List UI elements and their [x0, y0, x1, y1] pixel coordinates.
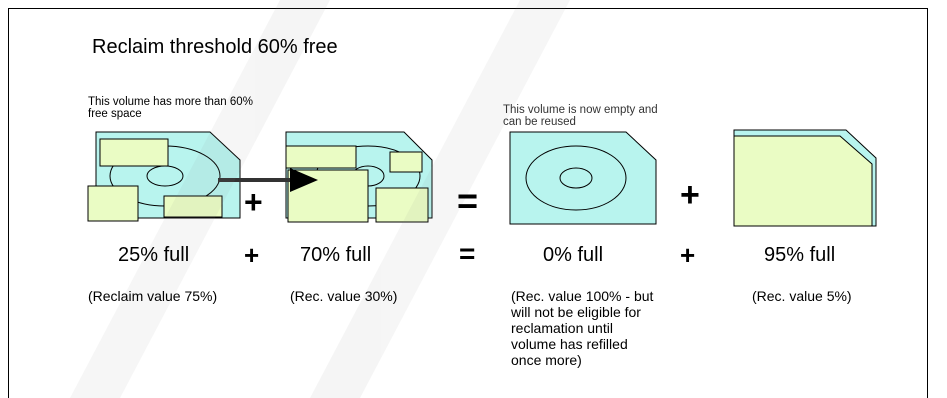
transfer-arrow	[218, 168, 318, 192]
frame-top-border	[8, 8, 928, 9]
volume-1-cartridge	[87, 131, 241, 222]
volume-4-cartridge	[733, 129, 877, 227]
frame-left-border	[8, 8, 9, 398]
volume-3-reclaim: (Rec. value 100% - but will not be eligi…	[511, 288, 654, 368]
plus-operator-top: +	[244, 184, 263, 220]
note-text: This volume is now empty and can be reus…	[503, 104, 658, 128]
volume-3-fullness: 0% full	[543, 244, 604, 266]
equals-operator-top: =	[457, 180, 479, 221]
plus-operator-bottom: +	[244, 240, 260, 270]
volume-4-reclaim: (Rec. value 5%)	[752, 288, 852, 304]
plus-operator-top-2: +	[680, 176, 700, 214]
equals-operator-bottom: =	[459, 238, 476, 269]
plus-operator-bottom-2: +	[680, 240, 696, 270]
volume-1-reclaim: (Reclaim value 75%)	[88, 288, 218, 304]
volume-2-fullness: 70% full	[300, 244, 372, 266]
volume-free-space-note: This volume has more than 60% free space	[88, 96, 258, 120]
watermark-bands	[70, 0, 570, 398]
volume-4-fullness: 95% full	[764, 244, 836, 266]
volume-3-cartridge	[509, 131, 657, 225]
volume-2-reclaim: (Rec. value 30%)	[290, 288, 398, 304]
volume-1-fullness: 25% full	[118, 244, 190, 266]
volume-empty-note: This volume is now empty and can be reus…	[503, 104, 668, 128]
note-text: This volume has more than 60% free space	[88, 96, 253, 120]
page-title: Reclaim threshold 60% free	[92, 36, 338, 58]
frame-right-border	[927, 8, 928, 398]
